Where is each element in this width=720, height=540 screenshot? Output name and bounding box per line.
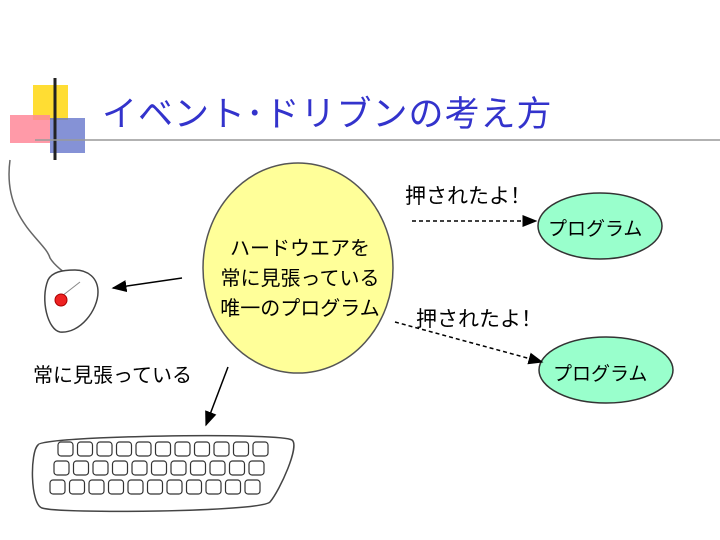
watcher-ellipse <box>202 162 394 374</box>
keyboard-key <box>88 479 105 495</box>
program-label-1: プログラム <box>548 218 643 240</box>
keyboard-key <box>150 460 168 476</box>
keyboard-keys <box>49 441 269 495</box>
keyboard-key <box>127 479 144 495</box>
event-label-2: 押されたよ！ <box>416 307 542 331</box>
keyboard-key <box>209 460 226 476</box>
program-label-2: プログラム <box>553 363 648 385</box>
program-ellipse-2 <box>538 336 674 404</box>
keyboard-key <box>135 441 152 457</box>
keyboard-key <box>96 441 113 457</box>
keyboard-key <box>252 441 269 457</box>
mouse-red-button <box>54 293 68 307</box>
keyboard-key <box>232 441 250 457</box>
keyboard-key <box>166 479 183 495</box>
title-decoration <box>10 78 720 160</box>
mouse-button-line <box>61 281 81 297</box>
keyboard-key <box>49 479 66 495</box>
mouse-cable <box>8 159 79 283</box>
keyboard-key <box>72 460 90 476</box>
keyboard-key <box>170 460 187 476</box>
keyboard-key <box>146 479 164 495</box>
keyboard-key <box>154 441 172 457</box>
keyboard-key <box>92 460 109 476</box>
decor-yellow-square <box>33 85 68 120</box>
keyboard-key <box>174 441 191 457</box>
keyboard-key <box>193 441 211 457</box>
keyboard-key <box>205 479 222 495</box>
event-label-1: 押されたよ！ <box>405 184 531 208</box>
keyboard-key <box>228 460 246 476</box>
keyboard-key <box>53 460 70 476</box>
watcher-line-3: 唯一のプログラム <box>220 296 380 320</box>
keyboard-key <box>185 479 203 495</box>
decor-red-square <box>10 115 50 143</box>
watcher-text: ハードウエアを 常に見張っている 唯一のプログラム <box>200 233 400 323</box>
keyboard-key <box>76 441 94 457</box>
keyboard-label: 常に見張っている <box>33 363 192 387</box>
keyboard-key <box>68 479 86 495</box>
watcher-line-1: ハードウエアを <box>230 236 370 260</box>
keyboard-key <box>131 460 148 476</box>
keyboard-key <box>248 460 265 476</box>
program-ellipse-1 <box>537 192 663 260</box>
keyboard-key <box>224 479 242 495</box>
mouse-arrow <box>111 277 183 293</box>
keyboard-key <box>57 441 74 457</box>
slide-title: イベント･ドリブンの考え方 <box>102 95 553 135</box>
keyboard-key <box>111 460 129 476</box>
keyboard-key <box>213 441 230 457</box>
keyboard-key <box>107 479 125 495</box>
mouse-icon <box>8 159 99 333</box>
mouse-body <box>44 269 99 333</box>
watcher-line-2: 常に見張っている <box>220 266 380 290</box>
keyboard-key <box>244 479 261 495</box>
event-arrow-2 <box>394 321 544 365</box>
keyboard-key <box>115 441 133 457</box>
keyboard-arrow <box>205 366 229 427</box>
keyboard-key <box>189 460 207 476</box>
keyboard-icon <box>31 434 295 513</box>
